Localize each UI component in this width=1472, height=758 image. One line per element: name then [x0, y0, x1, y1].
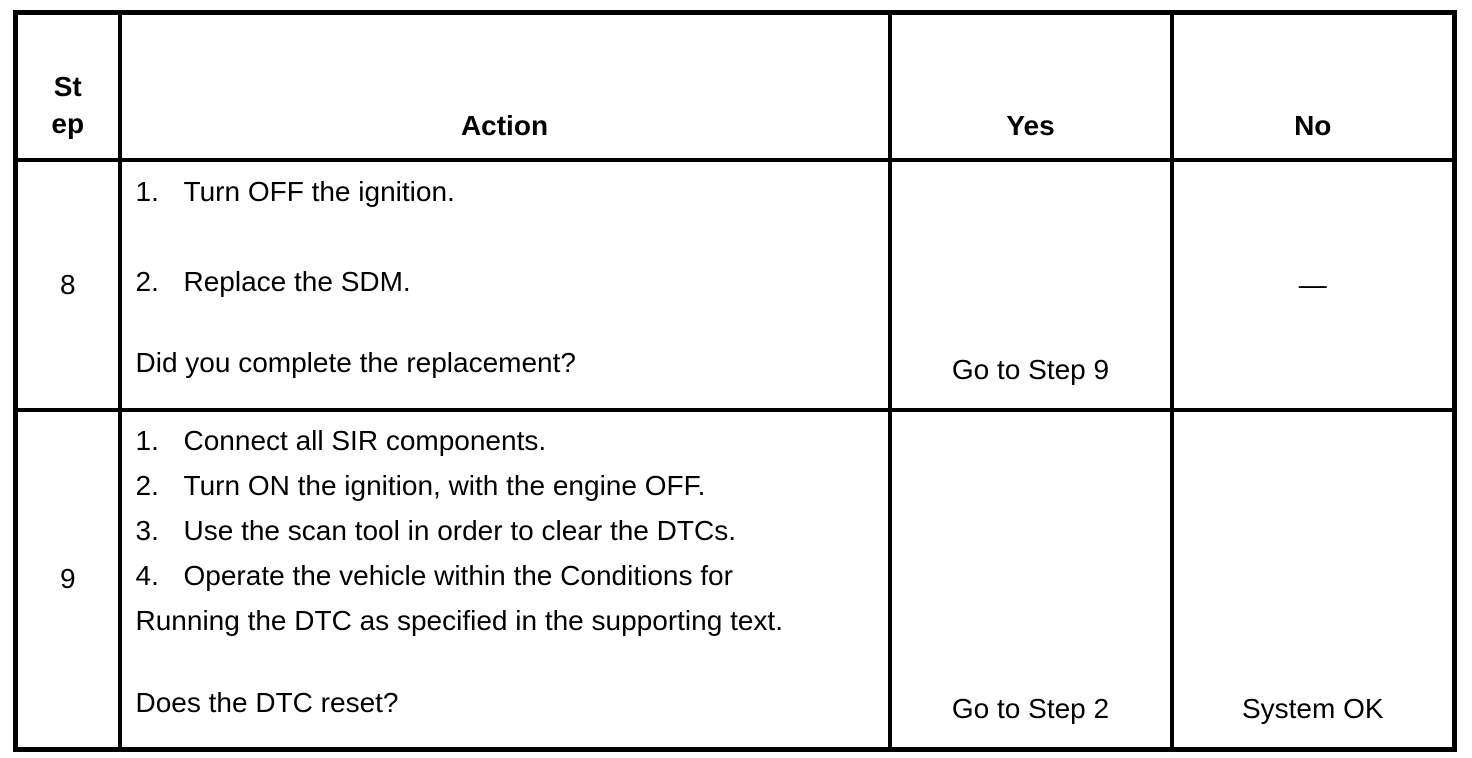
action-item-number: 2.: [135, 469, 159, 501]
document-page: St ep Action Yes No 8 1. Turn OFF the ig…: [13, 10, 1457, 752]
action-item-3: 3. Use the scan tool in order to clear t…: [136, 508, 878, 553]
action-cell-step-8: 1. Turn OFF the ignition. 2. Replace the…: [117, 157, 892, 412]
action-item-number: 3.: [135, 514, 159, 546]
action-item-text: Replace the SDM.: [183, 265, 411, 297]
action-item-2: 2. Turn ON the ignition, with the engine…: [136, 463, 878, 508]
action-content-step-8: 1. Turn OFF the ignition. 2. Replace the…: [124, 164, 886, 403]
action-item-number: 4.: [135, 559, 159, 591]
action-item-1: 1. Connect all SIR components.: [136, 418, 878, 463]
no-answer-step-8: —: [1169, 157, 1457, 412]
table-row-step-9: 9 1. Connect all SIR components. 2. Turn…: [13, 407, 1457, 752]
action-question-step-9: Does the DTC reset?: [135, 686, 399, 718]
step-number-9: 9: [13, 407, 122, 752]
action-cell-step-9: 1. Connect all SIR components. 2. Turn O…: [117, 407, 892, 752]
action-item-text: Connect all SIR components.: [183, 424, 547, 456]
header-yes: Yes: [887, 10, 1174, 162]
action-item-1: 1. Turn OFF the ignition.: [136, 176, 878, 208]
action-item-text: Use the scan tool in order to clear the …: [183, 514, 736, 546]
action-item-2: 2. Replace the SDM.: [136, 266, 878, 298]
table-row-step-8: 8 1. Turn OFF the ignition. 2. Replace t…: [13, 157, 1457, 412]
header-step-line1: St: [53, 70, 82, 102]
yes-answer-step-9: Go to Step 2: [887, 407, 1174, 752]
table-header-row: St ep Action Yes No: [13, 10, 1457, 162]
action-item-text: Turn OFF the ignition.: [183, 175, 455, 207]
action-item-text: Operate the vehicle within the Condition…: [183, 559, 733, 591]
action-item-number: 2.: [135, 265, 159, 297]
no-answer-step-9: System OK: [1169, 407, 1457, 752]
header-step: St ep: [13, 10, 122, 162]
header-no: No: [1169, 10, 1457, 162]
action-item-4: 4. Operate the vehicle within the Condit…: [136, 553, 878, 598]
diagnostic-step-table: St ep Action Yes No 8 1. Turn OFF the ig…: [13, 10, 1457, 752]
step-number-8: 8: [13, 157, 122, 412]
action-item-4-continuation: Running the DTC as specified in the supp…: [135, 604, 783, 636]
header-action: Action: [117, 10, 892, 162]
action-question-step-8: Did you complete the replacement?: [135, 346, 576, 378]
action-item-number: 1.: [135, 175, 159, 207]
action-item-text: Turn ON the ignition, with the engine OF…: [183, 469, 706, 501]
yes-answer-step-8: Go to Step 9: [887, 157, 1174, 412]
header-step-line2: ep: [51, 107, 85, 139]
action-content-step-9: 1. Connect all SIR components. 2. Turn O…: [124, 414, 886, 743]
action-item-number: 1.: [135, 424, 159, 456]
